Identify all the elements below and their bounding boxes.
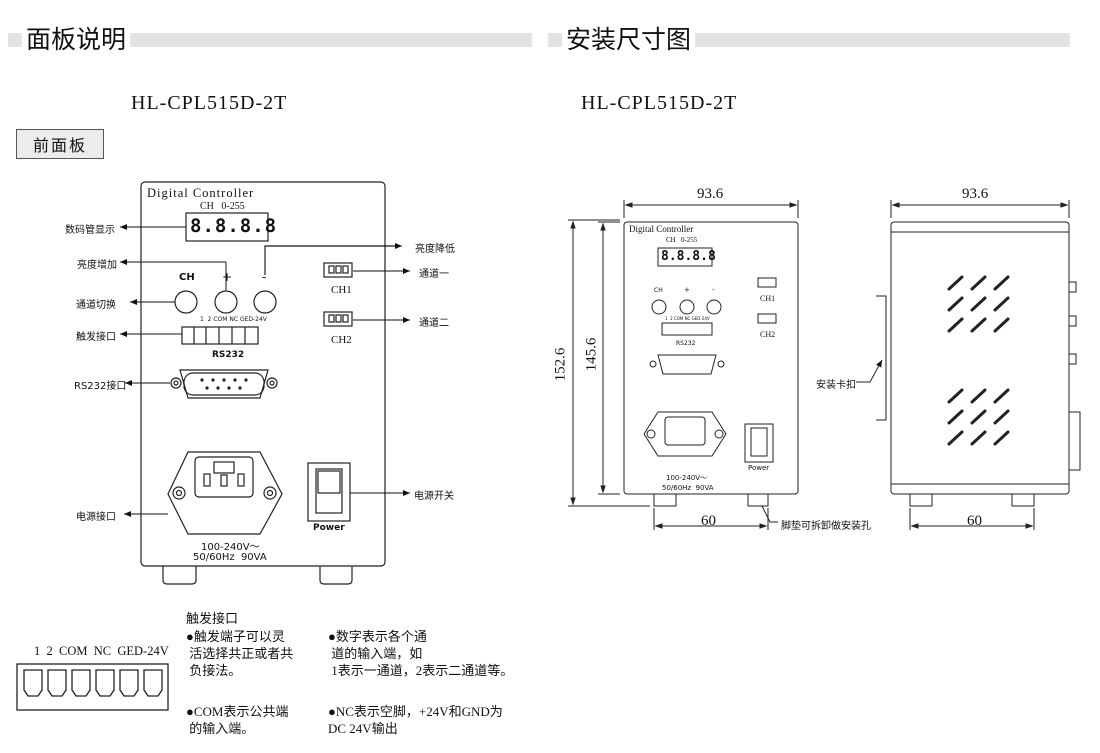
connector-pins-label: 1 2 COM NC GED-24V bbox=[34, 644, 169, 658]
side-view-outline bbox=[890, 221, 1070, 495]
callout-channel-one: 通道一 bbox=[419, 269, 449, 280]
front-view-plus: + bbox=[684, 286, 690, 294]
ch-button-shape bbox=[174, 290, 198, 314]
front-view-digits: 8.8.8.8 bbox=[661, 249, 716, 264]
callout-trigger-port: 触发接口 bbox=[76, 332, 116, 343]
right-section-title: 安装尺寸图 bbox=[562, 24, 696, 56]
terminal-pin-labels: 1 2 COM NC GED-24V bbox=[200, 316, 267, 323]
front-view-power: Power bbox=[748, 464, 770, 472]
front-view-minus: - bbox=[712, 286, 715, 294]
front-panel-tag: 前面板 bbox=[16, 129, 105, 159]
minus-button-shape bbox=[253, 290, 277, 314]
left-model-number: HL-CPL515D-2T bbox=[131, 92, 288, 114]
display-digits: 8.8.8.8 bbox=[190, 215, 278, 237]
left-header-bar bbox=[8, 33, 532, 47]
front-view-ch2: CH2 bbox=[760, 330, 776, 339]
note-col1-a-1: ●触发端子可以灵 bbox=[186, 629, 285, 644]
side-width-dimension: 93.6 bbox=[962, 186, 989, 202]
panel-foot-left bbox=[162, 566, 197, 585]
power-switch-shape bbox=[307, 462, 351, 522]
notes-title: 触发接口 bbox=[186, 611, 239, 626]
callout-brightness-up: 亮度增加 bbox=[77, 260, 117, 271]
connector-housing bbox=[16, 663, 169, 711]
note-col2-a-1: ●数字表示各个通 bbox=[328, 629, 427, 644]
callout-channel-switch: 通道切换 bbox=[76, 300, 116, 311]
rs232-label: RS232 bbox=[212, 350, 245, 360]
trigger-connector-diagram bbox=[16, 663, 169, 711]
callout-power-port: 电源接口 bbox=[76, 512, 116, 523]
right-model-number: HL-CPL515D-2T bbox=[581, 92, 738, 114]
front-view-brand: Digital Controller bbox=[629, 224, 694, 234]
front-panel-diagram bbox=[140, 181, 400, 585]
mount-clip-label: 安装卡扣 bbox=[816, 380, 856, 391]
plus-button-label: + bbox=[222, 270, 233, 284]
front-view-rs232: RS232 bbox=[676, 340, 696, 347]
front-view-display-header: CH 0-255 bbox=[666, 236, 698, 244]
front-view-ch: CH bbox=[654, 287, 663, 294]
ch1-label: CH1 bbox=[331, 284, 352, 296]
note-col1-b-1: ●COM表示公共端 bbox=[186, 704, 289, 719]
front-feet-dimension: 60 bbox=[701, 513, 716, 529]
callout-display: 数码管显示 bbox=[65, 225, 115, 236]
plus-button-shape bbox=[214, 290, 238, 314]
ch2-connector-shape bbox=[323, 311, 353, 327]
left-section-title: 面板说明 bbox=[22, 24, 131, 56]
front-view-dimension bbox=[568, 200, 799, 530]
ch-button-label: CH bbox=[179, 272, 195, 283]
rs232-connector-shape bbox=[179, 369, 269, 399]
feet-note-label: 脚垫可拆卸做安装孔 bbox=[781, 521, 871, 532]
ch2-label: CH2 bbox=[331, 334, 352, 346]
power-label: Power bbox=[313, 523, 345, 533]
side-feet-dimension: 60 bbox=[967, 513, 982, 529]
display-header-text: CH 0-255 bbox=[200, 201, 245, 212]
side-view-dimension bbox=[856, 200, 1081, 530]
note-col1-a-2: 活选择共正或者共 bbox=[186, 646, 294, 661]
body-height-dimension: 145.6 bbox=[583, 337, 600, 372]
frequency-text: 50/60Hz 90VA bbox=[193, 552, 267, 563]
note-col2-b-1: ●NC表示空脚，+24V和GND为 bbox=[328, 704, 503, 719]
note-col2-a-2: 道的输入端，如 bbox=[328, 646, 423, 661]
front-view-frequency: 50/60Hz 90VA bbox=[662, 484, 714, 492]
callout-power-switch: 电源开关 bbox=[414, 491, 454, 502]
front-view-ch1: CH1 bbox=[760, 294, 776, 303]
callout-rs232-port: RS232接口 bbox=[74, 381, 127, 392]
front-view-pins: 1 2 COM NC GED-24V bbox=[665, 316, 710, 321]
panel-brand-text: Digital Controller bbox=[147, 186, 255, 200]
panel-outline bbox=[140, 181, 386, 567]
minus-button-label: - bbox=[262, 270, 267, 284]
terminal-block-shape bbox=[181, 326, 259, 345]
front-view-voltage: 100-240V～ bbox=[666, 474, 708, 482]
voltage-text: 100-240V～ bbox=[201, 542, 260, 553]
note-col1-a-3: 负接法。 bbox=[186, 663, 242, 678]
panel-foot-right bbox=[319, 566, 353, 585]
note-col1-b-2: 的输入端。 bbox=[186, 721, 255, 736]
front-view-outline bbox=[623, 221, 799, 495]
note-col2-b-2: DC 24V输出 bbox=[328, 721, 398, 736]
note-col2-a-3: 1表示一通道，2表示二通道等。 bbox=[328, 663, 514, 678]
front-width-dimension: 93.6 bbox=[697, 186, 724, 202]
callout-lines bbox=[120, 224, 410, 517]
power-inlet-shape bbox=[167, 451, 283, 535]
ch1-connector-shape bbox=[323, 262, 353, 278]
callout-channel-two: 通道二 bbox=[419, 318, 449, 329]
total-height-dimension: 152.6 bbox=[552, 347, 569, 382]
callout-brightness-down: 亮度降低 bbox=[415, 244, 455, 255]
